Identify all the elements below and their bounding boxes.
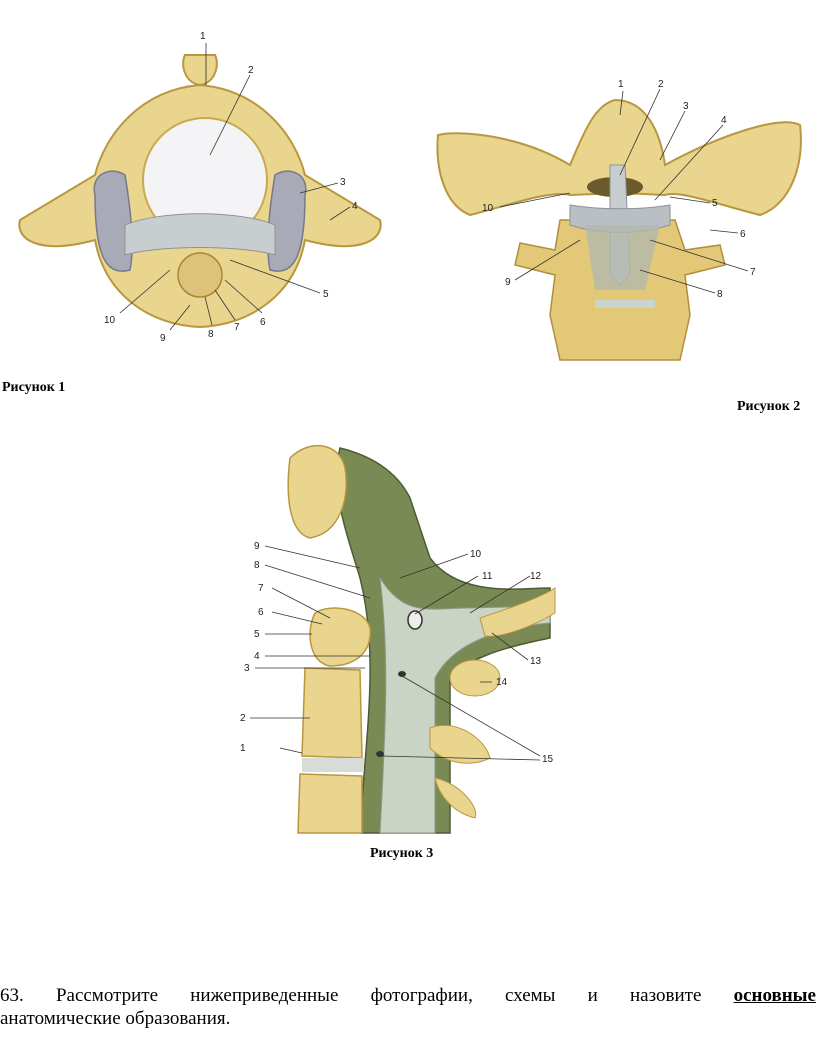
fig3-label-3: 3	[244, 663, 250, 674]
fig1-label-1: 1	[200, 31, 206, 42]
fig3-label-9: 9	[254, 541, 260, 552]
question-63: 63. Рассмотрите нижеприведенные фотограф…	[0, 984, 816, 1030]
fig3-label-1: 1	[240, 743, 246, 754]
foramen-lower	[376, 751, 384, 757]
spinous-process	[429, 724, 491, 764]
dens	[177, 252, 223, 298]
fig3-label-14: 14	[496, 677, 508, 688]
fig1-label-3: 3	[340, 177, 346, 188]
fig1-label-7: 7	[234, 322, 240, 333]
dens-section	[309, 607, 371, 667]
figure-3-sagittal-section: 1 2 3 4 5 6 7 8 9 10 11 12 13 14 15	[230, 438, 570, 838]
fig3-label-5: 5	[254, 629, 260, 640]
fig2-label-6: 6	[740, 229, 746, 240]
occipital-bone	[436, 98, 802, 217]
spinal-cord	[379, 577, 551, 834]
fig1-label-8: 8	[208, 329, 214, 340]
fig3-label-13: 13	[530, 656, 542, 667]
fig1-label-6: 6	[260, 317, 266, 328]
intervertebral-disc	[595, 300, 655, 308]
figure-2-illustration: 1 2 3 4 5 6 7 8 9 10	[436, 79, 802, 361]
fig1-label-2: 2	[248, 65, 254, 76]
question-line-2: анатомические образования.	[0, 1008, 231, 1029]
figure-2-caption: Рисунок 2	[737, 399, 801, 414]
figure-2-craniovertebral: 1 2 3 4 5 6 7 8 9 10	[420, 75, 816, 365]
fig1-label-4: 4	[352, 201, 358, 212]
skull-base-bone	[287, 444, 347, 539]
figure-1-illustration: 1 2 3 4 5 6 7 8 9 10	[18, 31, 382, 344]
fig1-label-10: 10	[104, 315, 116, 326]
fig2-label-3: 3	[683, 101, 689, 112]
fig2-label-5: 5	[712, 198, 718, 209]
membrane	[585, 225, 660, 290]
fig3-label-12: 12	[530, 571, 542, 582]
fig3-label-10: 10	[470, 549, 482, 560]
fig1-label-9: 9	[160, 333, 166, 344]
fig2-label-9: 9	[505, 277, 511, 288]
lower-spinous-process	[434, 777, 477, 819]
question-word-5: и	[587, 985, 598, 1006]
question-word-2: нижеприведенные	[190, 985, 339, 1006]
fig2-label-4: 4	[721, 115, 727, 126]
figure-1-atlas: 1 2 3 4 5 6 7 8 9 10	[0, 25, 400, 355]
fig1-label-5: 5	[323, 289, 329, 300]
fig2-label-7: 7	[750, 267, 756, 278]
posterior-arch-atlas	[449, 659, 501, 697]
figure-3-caption: Рисунок 3	[370, 846, 434, 861]
fig3-label-15: 15	[542, 754, 554, 765]
figure-1-caption: Рисунок 1	[2, 380, 66, 395]
fig2-label-8: 8	[717, 289, 723, 300]
axis-body	[301, 667, 363, 759]
question-number: 63.	[0, 985, 24, 1006]
vertebral-artery	[407, 610, 423, 630]
transverse-ligament	[124, 213, 276, 256]
question-word-4: схемы	[505, 985, 556, 1006]
fig3-label-7: 7	[258, 583, 264, 594]
fig3-label-4: 4	[254, 651, 260, 662]
fig3-label-2: 2	[240, 713, 246, 724]
fig3-label-11: 11	[482, 571, 493, 582]
question-line-1: 63. Рассмотрите нижеприведенные фотограф…	[0, 984, 816, 1007]
question-emphasis: основные	[733, 985, 816, 1006]
intervertebral-disc-c2	[302, 758, 364, 772]
question-word-3: фотографии,	[370, 985, 473, 1006]
question-word-6: назовите	[630, 985, 702, 1006]
figure-3-illustration: 1 2 3 4 5 6 7 8 9 10 11 12 13 14 15	[240, 444, 556, 834]
occipital-squama	[479, 587, 556, 637]
c3-body	[297, 773, 363, 834]
fig2-label-10: 10	[482, 203, 494, 214]
fig3-label-8: 8	[254, 560, 260, 571]
fig3-label-6: 6	[258, 607, 264, 618]
fig2-label-1: 1	[618, 79, 624, 90]
fig2-label-2: 2	[658, 79, 664, 90]
question-word-1: Рассмотрите	[55, 985, 159, 1006]
foramen-upper	[398, 671, 406, 677]
